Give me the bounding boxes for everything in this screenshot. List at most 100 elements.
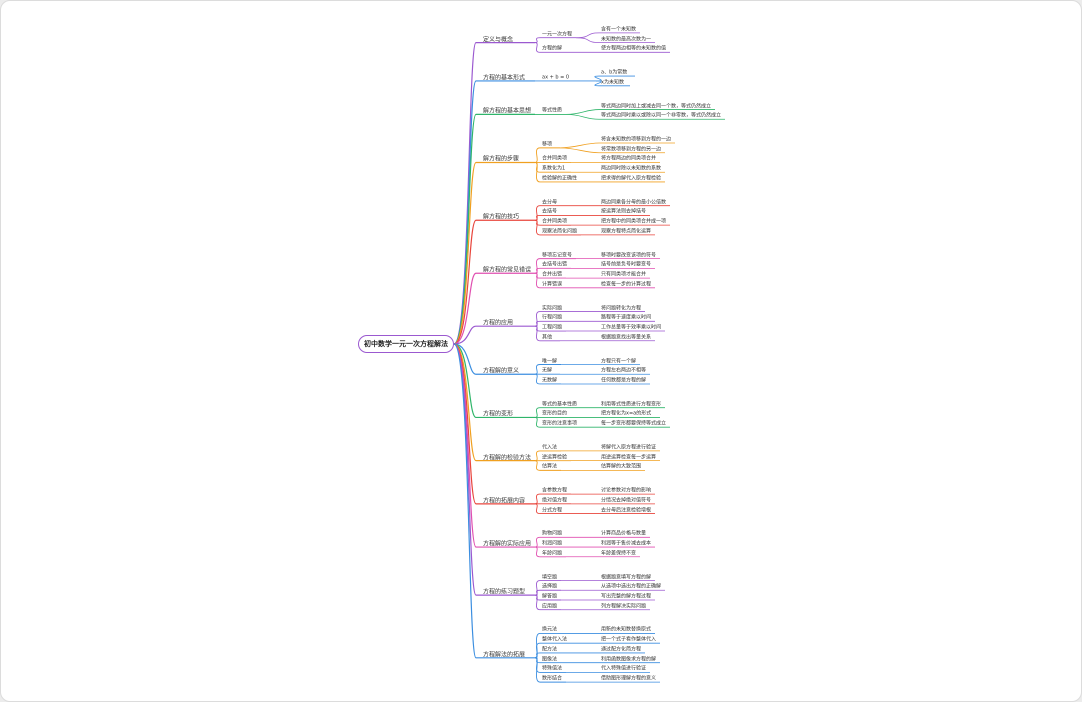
subtopic-node[interactable]: 换元法: [542, 626, 558, 633]
detail-node[interactable]: 利用函数图像求方程的解: [601, 656, 657, 663]
detail-node[interactable]: 等式两边同时乘以或除以同一个非零数，等式仍然成立: [601, 112, 722, 119]
detail-node[interactable]: 根据题意填写方程的解: [601, 574, 652, 581]
subtopic-node[interactable]: 利润问题: [542, 540, 563, 547]
detail-node[interactable]: 移项时要改变该项的符号: [601, 252, 657, 259]
detail-node[interactable]: 将解代入原方程进行验证: [601, 444, 657, 451]
detail-node[interactable]: 把求得的解代入原方程检验: [601, 175, 662, 182]
subtopic-node[interactable]: 配方法: [542, 646, 558, 653]
detail-node[interactable]: 工作总量等于效率乘以时间: [601, 324, 662, 331]
subtopic-node[interactable]: 观察法简化问题: [542, 228, 578, 235]
detail-node[interactable]: 每一步变形都要保持等式成立: [601, 420, 667, 427]
subtopic-node[interactable]: 变形的目的: [542, 410, 568, 417]
detail-node[interactable]: 两边同时除以未知数的系数: [601, 165, 662, 172]
subtopic-node[interactable]: 系数化为1: [542, 165, 566, 172]
detail-node[interactable]: 讨论参数对方程的影响: [601, 487, 652, 494]
detail-node[interactable]: a、b为常数: [601, 69, 628, 76]
subtopic-node[interactable]: 去括号: [542, 208, 558, 215]
subtopic-node[interactable]: 工程问题: [542, 324, 563, 331]
subtopic-node[interactable]: 无数解: [542, 377, 558, 384]
subtopic-node[interactable]: 绝对值方程: [542, 497, 568, 504]
detail-node[interactable]: 使方程两边相等的未知数的值: [601, 45, 667, 52]
subtopic-node[interactable]: 变形的注意事项: [542, 420, 578, 427]
subtopic-node[interactable]: ax + b = 0: [542, 74, 570, 81]
detail-node[interactable]: 借助图形理解方程的意义: [601, 675, 657, 682]
topic-node[interactable]: 解方程的技巧: [483, 213, 520, 221]
detail-node[interactable]: 将问题转化为方程: [601, 305, 642, 312]
topic-node[interactable]: 方程的应用: [483, 319, 514, 327]
detail-node[interactable]: 写出完整的解方程过程: [601, 593, 652, 600]
detail-node[interactable]: 把方程中的同类项合并成一项: [601, 218, 667, 225]
subtopic-node[interactable]: 估算法: [542, 463, 558, 470]
detail-node[interactable]: 从选项中选出方程的正确解: [601, 583, 662, 590]
detail-node[interactable]: 将常数项移到方程的另一边: [601, 146, 662, 153]
detail-node[interactable]: 任何数都是方程的解: [601, 377, 647, 384]
detail-node[interactable]: 路程等于速度乘以时间: [601, 314, 652, 321]
topic-node[interactable]: 方程解的检验方法: [483, 454, 532, 462]
detail-node[interactable]: 通过配方化简方程: [601, 646, 642, 653]
detail-node[interactable]: 年龄差保持不变: [601, 550, 637, 557]
subtopic-node[interactable]: 年龄问题: [542, 550, 563, 557]
detail-node[interactable]: 把一个式子看作整体代入: [601, 636, 657, 643]
detail-node[interactable]: 利用等式性质进行方程变形: [601, 401, 662, 408]
detail-node[interactable]: 含有一个未知数: [601, 26, 637, 33]
subtopic-node[interactable]: 合并同类项: [542, 155, 568, 162]
topic-node[interactable]: 方程解的实际应用: [483, 540, 532, 548]
subtopic-node[interactable]: 其他: [542, 334, 553, 341]
subtopic-node[interactable]: 等式性质: [542, 107, 563, 114]
subtopic-node[interactable]: 解答题: [542, 593, 558, 600]
detail-node[interactable]: 根据题意找出等量关系: [601, 334, 652, 341]
subtopic-node[interactable]: 唯一解: [542, 358, 558, 364]
subtopic-node[interactable]: 特殊值法: [542, 665, 563, 672]
detail-node[interactable]: 将方程两边的同类项合并: [601, 155, 657, 162]
topic-node[interactable]: 解方程的步骤: [483, 155, 520, 163]
detail-node[interactable]: 利润等于售价减去成本: [601, 540, 652, 547]
detail-node[interactable]: 把方程化为x=a的形式: [601, 410, 652, 417]
detail-node[interactable]: 未知数的最高次数为一: [601, 36, 652, 43]
subtopic-node[interactable]: 整体代入法: [542, 636, 568, 643]
subtopic-node[interactable]: 数形结合: [542, 675, 563, 682]
detail-node[interactable]: 方程只有一个解: [601, 358, 637, 364]
subtopic-node[interactable]: 合并出错: [542, 271, 563, 278]
subtopic-node[interactable]: 实际问题: [542, 305, 563, 312]
detail-node[interactable]: 去分母后注意检验增根: [601, 507, 652, 514]
subtopic-node[interactable]: 应用题: [542, 603, 558, 610]
subtopic-node[interactable]: 合并同类项: [542, 218, 568, 225]
detail-node[interactable]: 等式两边同时加上或减去同一个数，等式仍然成立: [601, 103, 712, 110]
subtopic-node[interactable]: 计算错误: [542, 281, 563, 288]
topic-node[interactable]: 方程解法的拓展: [483, 651, 526, 659]
detail-node[interactable]: 分情况去掉绝对值符号: [601, 497, 652, 504]
subtopic-node[interactable]: 移项忘记变号: [542, 252, 573, 259]
subtopic-node[interactable]: 等式的基本性质: [542, 401, 578, 408]
topic-node[interactable]: 方程的拓展内容: [483, 497, 526, 505]
detail-node[interactable]: 估算解的大致范围: [601, 463, 642, 470]
subtopic-node[interactable]: 代入法: [542, 444, 558, 451]
subtopic-node[interactable]: 填空题: [542, 574, 558, 581]
subtopic-node[interactable]: 方程的解: [542, 45, 563, 52]
subtopic-node[interactable]: 去括号出错: [542, 261, 568, 268]
root-node[interactable]: 初中数学一元一次方程解法: [358, 335, 454, 353]
detail-node[interactable]: 代入特殊值进行验证: [601, 665, 647, 672]
subtopic-node[interactable]: 行程问题: [542, 314, 563, 321]
detail-node[interactable]: 方程左右两边不相等: [601, 367, 647, 374]
detail-node[interactable]: 用新的未知数替换原式: [601, 626, 652, 633]
detail-node[interactable]: 检查每一步的计算过程: [601, 281, 652, 288]
detail-node[interactable]: 观察方程特点简化运算: [601, 228, 652, 235]
detail-node[interactable]: 两边同乘各分母的最小公倍数: [601, 199, 667, 206]
subtopic-node[interactable]: 无解: [542, 367, 553, 374]
topic-node[interactable]: 方程的基本形式: [483, 74, 526, 82]
detail-node[interactable]: 用逆运算检查每一步运算: [601, 454, 657, 461]
detail-node[interactable]: 只有同类项才能合并: [601, 271, 647, 278]
subtopic-node[interactable]: 去分母: [542, 199, 558, 206]
subtopic-node[interactable]: 选择题: [542, 583, 558, 590]
detail-node[interactable]: 计算商品价格与数量: [601, 530, 647, 537]
subtopic-node[interactable]: 检验解的正确性: [542, 175, 578, 182]
subtopic-node[interactable]: 一元一次方程: [542, 31, 573, 38]
subtopic-node[interactable]: 逆运算检验: [542, 454, 568, 461]
topic-node[interactable]: 解方程的基本思想: [483, 107, 532, 115]
detail-node[interactable]: 括号前是负号时要变号: [601, 261, 652, 268]
subtopic-node[interactable]: 移项: [542, 141, 553, 148]
subtopic-node[interactable]: 图像法: [542, 656, 558, 663]
topic-node[interactable]: 方程解的意义: [483, 367, 520, 375]
subtopic-node[interactable]: 分式方程: [542, 507, 563, 514]
